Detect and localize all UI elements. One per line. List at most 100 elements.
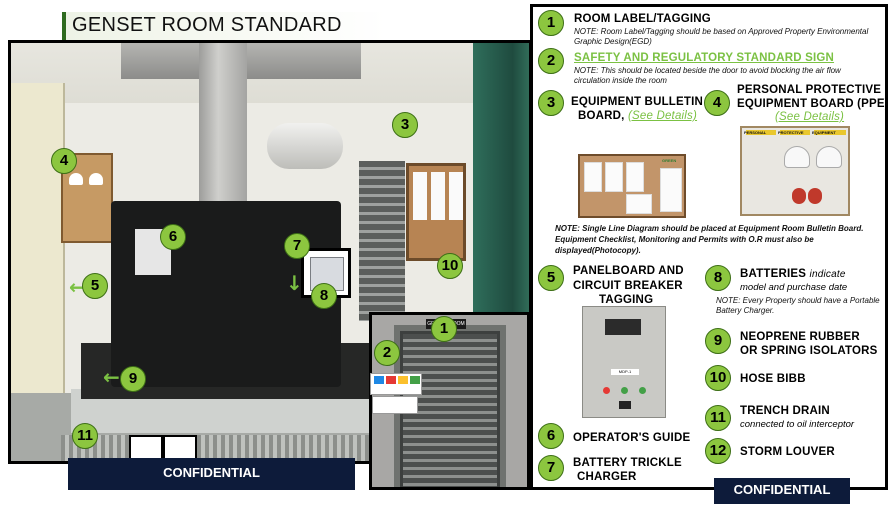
bulletin-board [406, 163, 466, 261]
legend-num-7: 7 [538, 455, 564, 481]
legend-num-9: 9 [705, 328, 731, 354]
safety-sign-image [372, 396, 418, 414]
legend-heading-9a: NEOPRENE RUBBER [740, 331, 860, 343]
board-sheet [584, 162, 602, 192]
see-details-link-4[interactable]: (See Details) [775, 111, 845, 123]
legend-heading-7b: CHARGER [577, 471, 637, 483]
single-line-note: NOTE: Single Line Diagram should be plac… [555, 224, 864, 255]
legend-heading-12: STORM LOUVER [740, 446, 835, 458]
legend-num-12: 12 [705, 438, 731, 464]
legend-sub-8: indicate [809, 269, 846, 280]
helmet [69, 173, 83, 185]
legend-num-1: 1 [538, 10, 564, 36]
arrow-left-icon: ← [103, 365, 120, 389]
marker-7: 7 [284, 233, 310, 259]
rubber-isolator-image [129, 435, 163, 461]
breaker-switch [605, 319, 641, 335]
marker-3: 3 [392, 112, 418, 138]
legend-heading-1: ROOM LABEL/TAGGING [574, 13, 711, 25]
legend-heading-11: TRENCH DRAIN [740, 405, 830, 417]
ppe-label: PERSONAL [744, 130, 767, 135]
indicator-led [621, 387, 628, 394]
legend-note-1: NOTE: Room Label/Tagging should be based… [574, 27, 869, 46]
indicator-led [603, 387, 610, 394]
board-sheet [449, 172, 463, 220]
ppe-label: EQUIPMENT [812, 130, 836, 135]
legend-num-10: 10 [705, 365, 731, 391]
silencer [267, 123, 343, 169]
marker-4: 4 [51, 148, 77, 174]
legend-num-2: 2 [538, 48, 564, 74]
board-sheet [626, 194, 652, 214]
spring-isolator-image [163, 435, 197, 461]
helmet [89, 173, 103, 185]
board-header-text: GREEN [662, 158, 677, 163]
legend-heading-4a: PERSONAL PROTECTIVE [737, 84, 882, 96]
board-sheet [626, 162, 644, 192]
earmuff [808, 188, 822, 204]
legend-heading-5a: PANELBOARD AND [573, 265, 684, 277]
legend-num-3: 3 [538, 90, 564, 116]
legend-num-4: 4 [704, 90, 730, 116]
marker-5: 5 [82, 273, 108, 299]
legend-sub-8b: model and purchase date [740, 282, 848, 293]
see-details-link-3[interactable]: (See Details) [627, 110, 698, 122]
legend-heading-8: BATTERIES indicate [740, 268, 846, 281]
legend-link-4-wrap: (See Details) [775, 111, 844, 124]
arrow-down-icon: ↓ [286, 271, 303, 295]
board-sheet [605, 162, 623, 192]
selector-knob [619, 401, 631, 409]
legend-sub-11: connected to oil interceptor [740, 419, 855, 430]
legend-heading-4b: EQUIPMENT BOARD (PPE) [737, 98, 889, 110]
marker-6: 6 [160, 224, 186, 250]
legend-num-11: 11 [705, 405, 731, 431]
legend-heading-3b: BOARD, (See Details) [578, 110, 697, 123]
legend-note-8: NOTE: Every Property should have a Porta… [716, 296, 880, 315]
bulletin-board-image: GREEN [578, 154, 686, 218]
ppe-header-bar [814, 130, 846, 135]
marker-8: 8 [311, 283, 337, 309]
helmet [816, 146, 842, 168]
board-sheet [431, 172, 445, 220]
legend-heading-5c: TAGGING [599, 294, 654, 306]
sign-color [374, 376, 384, 384]
sign-color [386, 376, 396, 384]
board-sheet [413, 172, 427, 220]
legend-heading-9b: OR SPRING ISOLATORS [740, 345, 878, 357]
board-sheet [660, 168, 682, 212]
legend-heading-8-text: BATTERIES [740, 268, 807, 280]
ppe-board-image [740, 126, 850, 216]
legend-heading-10: HOSE BIBB [740, 373, 806, 385]
legend-heading-3b-text: BOARD, [578, 110, 625, 122]
helmet [784, 146, 810, 168]
arrow-left-icon: ← [69, 275, 86, 299]
title-bar [62, 12, 522, 40]
legend-num-6: 6 [538, 423, 564, 449]
indicator-led [639, 387, 646, 394]
marker-10: 10 [437, 253, 463, 279]
legend-num-8: 8 [705, 265, 731, 291]
ppe-header-bar [746, 130, 776, 135]
sign-color [398, 376, 408, 384]
legend-num-5: 5 [538, 265, 564, 291]
marker-9: 9 [120, 366, 146, 392]
panelboard-image: MDP-1 [582, 306, 666, 418]
page-title: GENSET ROOM STANDARD [72, 14, 342, 36]
confidential-label: CONFIDENTIAL [714, 478, 850, 504]
legend-heading-7a: BATTERY TRICKLE [573, 457, 682, 469]
sign-color [410, 376, 420, 384]
ppe-header-bar [780, 130, 810, 135]
marker-11: 11 [72, 423, 98, 449]
marker-2: 2 [374, 340, 400, 366]
panel-tag: MDP-1 [611, 369, 639, 375]
louver-door [359, 161, 405, 321]
legend-note-2: NOTE: This should be located beside the … [574, 66, 841, 85]
earmuff [792, 188, 806, 204]
legend-heading-2: SAFETY AND REGULATORY STANDARD SIGN [574, 52, 835, 64]
trench-drain [61, 435, 401, 461]
legend-heading-6: OPERATOR'S GUIDE [573, 432, 691, 444]
marker-1: 1 [431, 316, 457, 342]
ppe-label: PROTECTIVE [778, 130, 804, 135]
confidential-label: CONFIDENTIAL [68, 458, 355, 490]
